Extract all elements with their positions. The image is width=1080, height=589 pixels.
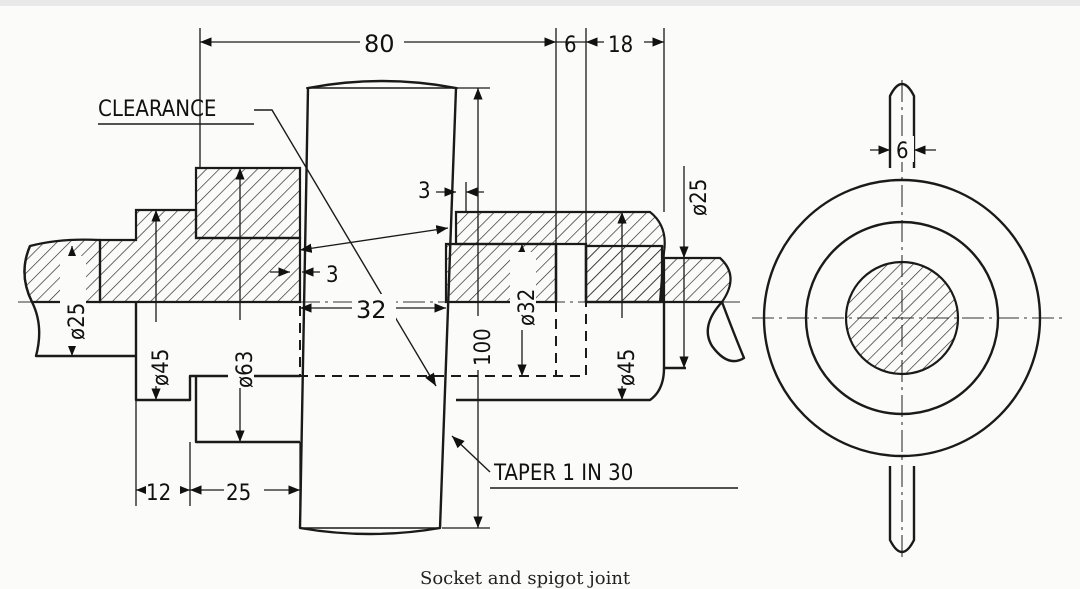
drawing-sheet: 80 6 18 CLEARANCE 3 3 32 ø25 (0, 6, 1080, 589)
dim-cotter-thickness: 6 (896, 139, 909, 164)
outer-collar-circle (762, 178, 1042, 458)
front-view: 80 6 18 CLEARANCE 3 3 32 ø25 (18, 28, 746, 536)
dim-collar-dia: ø63 (233, 351, 258, 388)
collar-lower-outline (194, 376, 300, 444)
dim-rod-left-dia: ø25 (65, 303, 90, 340)
dim-spigot-dia: ø32 (515, 289, 540, 326)
socket-circle (804, 220, 1000, 416)
dim-cotter-width: 100 (471, 328, 496, 366)
dim-collar-thickness: 12 (146, 481, 171, 506)
cotter-end-bottom (888, 466, 916, 554)
dim-cotter-gap-right: 3 (418, 179, 431, 204)
cotter (298, 79, 458, 536)
rod-section-circle (844, 260, 960, 376)
socket-collar-upper (194, 166, 302, 240)
cotter-end-top (888, 82, 916, 168)
right-rod-section (662, 256, 732, 304)
dim-top-gap: 6 (564, 33, 577, 58)
socket-section-right (584, 244, 664, 304)
dim-top-length: 80 (364, 30, 395, 58)
dim-cotter-gap-left: 3 (326, 263, 339, 288)
socket-spigot-drawing: 80 6 18 CLEARANCE 3 3 32 ø25 (18, 28, 1062, 589)
figure-caption: Socket and spigot joint (420, 568, 631, 589)
label-taper: TAPER 1 IN 30 (493, 461, 633, 486)
dim-collar-length: 25 (226, 481, 251, 506)
dim-top-collar: 18 (608, 33, 633, 58)
left-rod-outline (23, 245, 136, 358)
dim-rod-right-dia: ø25 (687, 179, 712, 216)
label-clearance: CLEARANCE (98, 97, 216, 122)
spigot-lower-outline (134, 302, 300, 402)
end-view: 6 (752, 80, 1062, 562)
dim-spigot-collar-dia: ø45 (149, 349, 174, 386)
socket-lower-outline (456, 367, 666, 402)
right-rod-break (706, 301, 746, 363)
dim-socket-dia: ø45 (615, 349, 640, 386)
dim-spigot-length: 32 (356, 296, 387, 324)
